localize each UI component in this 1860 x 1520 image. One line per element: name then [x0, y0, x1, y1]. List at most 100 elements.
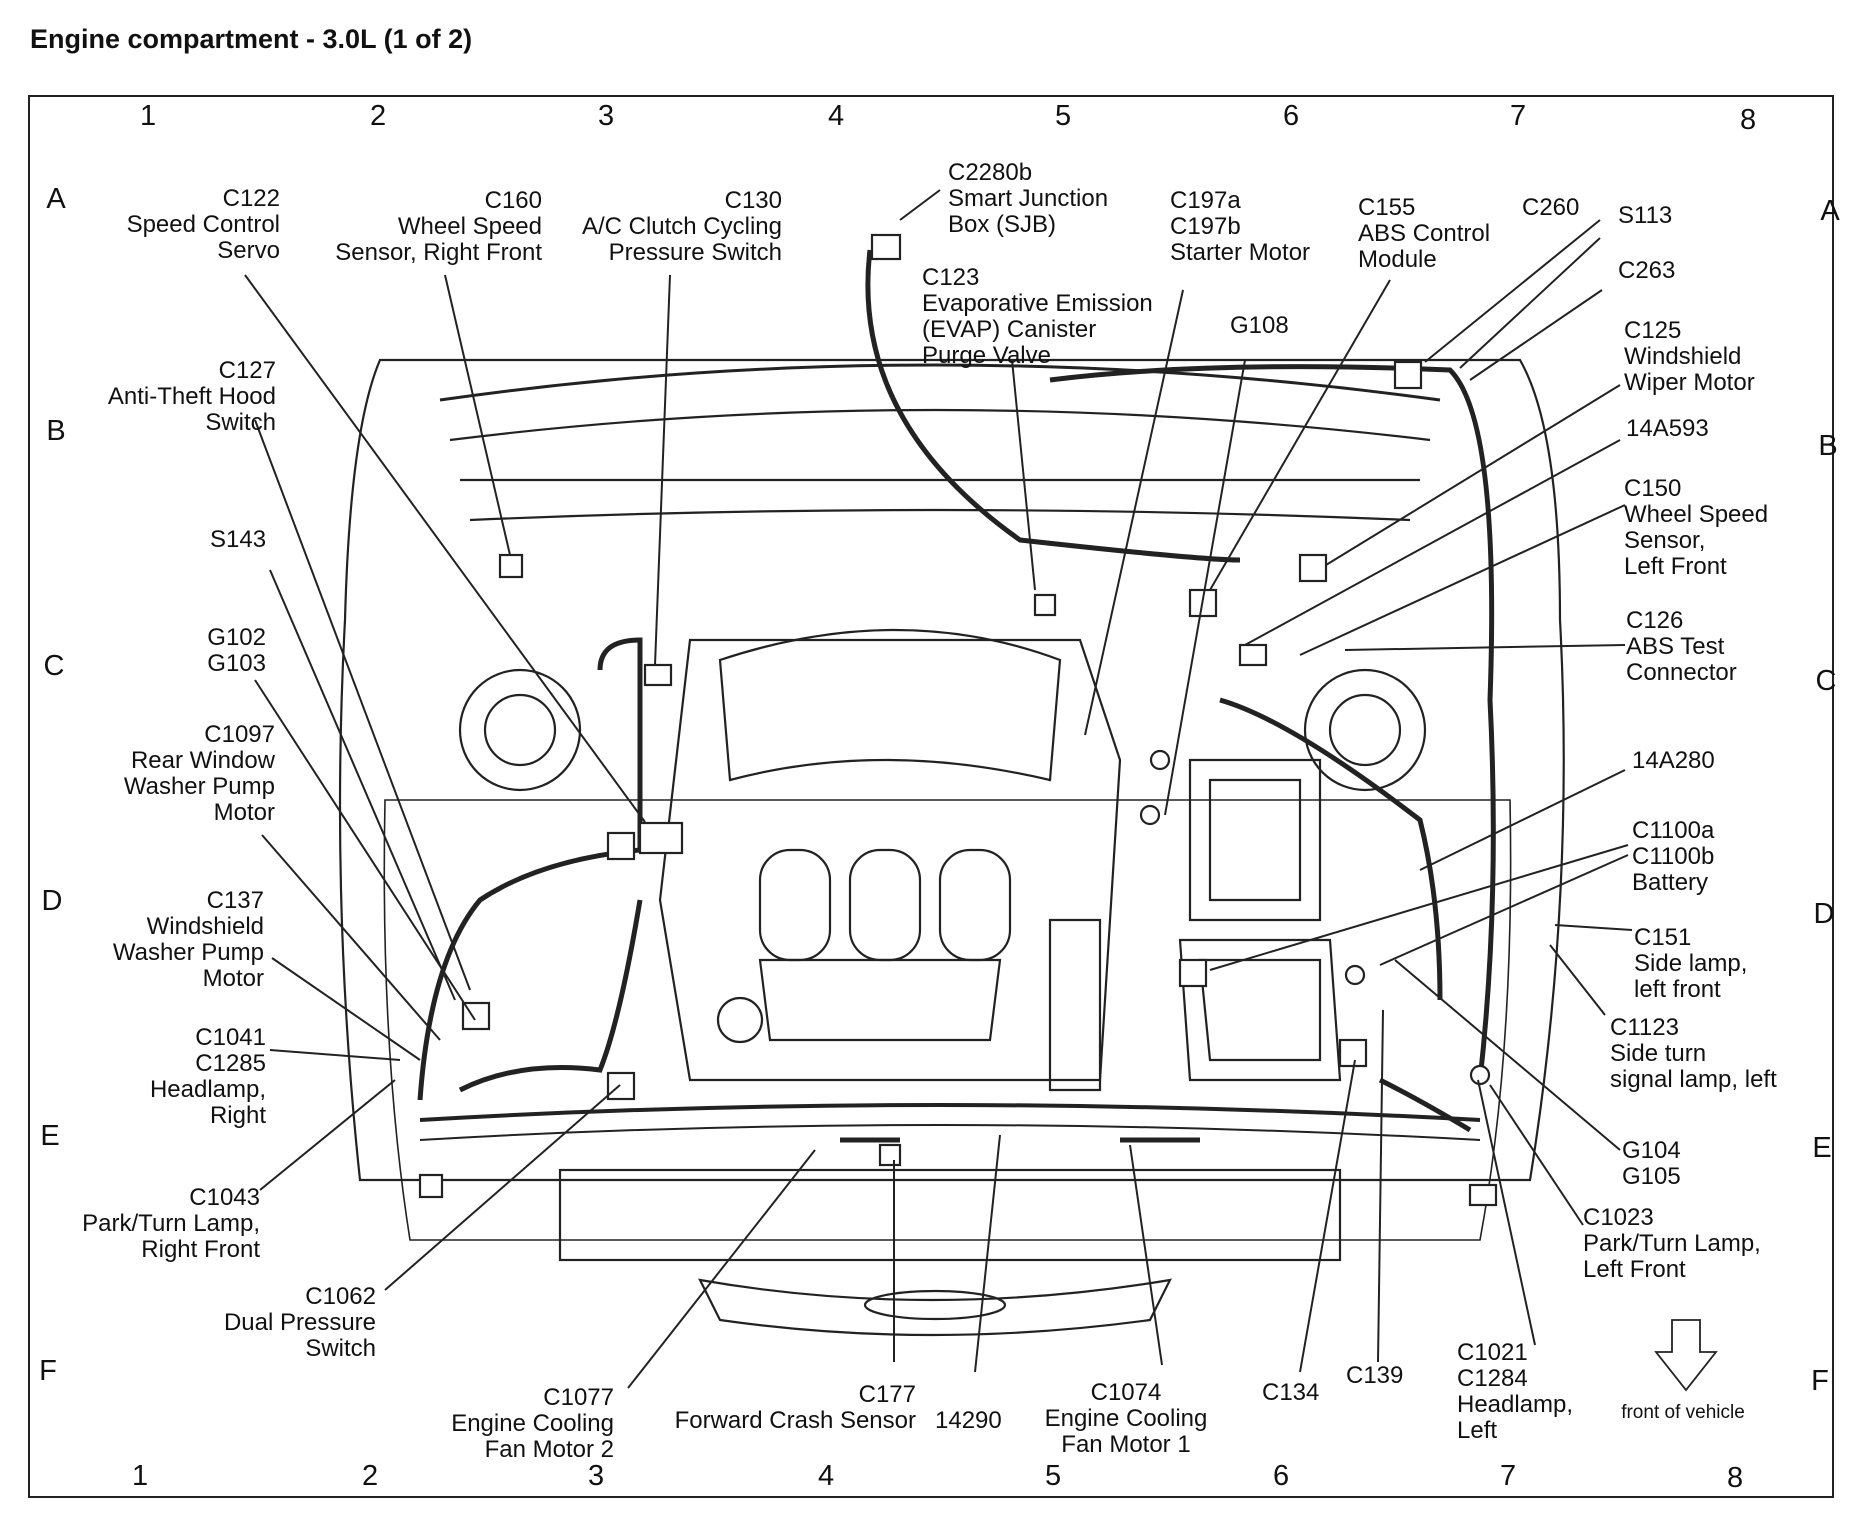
callout-line: G102 [207, 624, 266, 651]
callout-s143: S143 [210, 527, 266, 553]
callout-line: C177 [858, 1381, 916, 1408]
grid-col-7-bottom: 7 [1500, 1460, 1517, 1492]
callout-line: Wheel Speed [397, 213, 542, 240]
grid-row-F: F [39, 1355, 57, 1387]
callout-line: Rear Window [130, 747, 275, 774]
grid-row-B: B [46, 415, 66, 447]
callout-line: Smart Junction [948, 185, 1109, 212]
grid-col-3: 3 [598, 100, 615, 132]
diagram-frame [28, 95, 1834, 1498]
callout-line: Battery [1632, 869, 1709, 896]
callout-line: Servo [217, 237, 280, 264]
callout-line: Side turn [1610, 1040, 1707, 1067]
callout-line: C197a [1170, 187, 1241, 214]
callout-s113: S113 [1618, 203, 1672, 229]
callout-line: C134 [1262, 1379, 1320, 1406]
callout-line: C127 [218, 357, 276, 384]
callout-line: Wiper Motor [1624, 369, 1755, 396]
callout-line: Module [1358, 246, 1437, 273]
callout-line: C1100a [1632, 817, 1715, 844]
callout-line: C1123 [1610, 1014, 1679, 1041]
callout-line: C1074 [1090, 1379, 1162, 1406]
grid-col-1-bottom: 1 [132, 1460, 149, 1492]
callout-line: Fan Motor 2 [484, 1436, 614, 1463]
grid-col-8: 8 [1740, 104, 1757, 136]
callout-line: C1077 [543, 1384, 614, 1411]
front-of-vehicle-note: front of vehicle [1608, 1322, 1758, 1424]
grid-row-A-right: A [1820, 195, 1840, 227]
callout-line: C1062 [305, 1283, 376, 1310]
grid-row-A: A [46, 183, 66, 215]
callout-line: C1023 [1583, 1204, 1654, 1231]
grid-row-F-right: F [1811, 1365, 1829, 1397]
callout-line: Right Front [141, 1236, 260, 1263]
grid-col-5: 5 [1055, 100, 1072, 132]
grid-row-D-right: D [1813, 898, 1835, 930]
callout-line: C197b [1170, 213, 1241, 240]
callout-n14290: 14290 [935, 1408, 1002, 1434]
callout-c260: C260 [1522, 195, 1579, 221]
callout-line: C122 [222, 185, 280, 212]
grid-row-C-right: C [1815, 665, 1837, 697]
callout-line: Speed Control [126, 211, 280, 238]
callout-line: C260 [1522, 194, 1580, 221]
callout-line: C1043 [189, 1184, 260, 1211]
callout-line: C1041 [195, 1024, 266, 1051]
callout-line: C160 [484, 187, 542, 214]
callout-line: 14290 [935, 1407, 1002, 1434]
callout-line: Washer Pump [112, 939, 264, 966]
callout-line: Evaporative Emission [922, 290, 1153, 317]
callout-g108: G108 [1230, 313, 1289, 339]
fuse-box [1188, 758, 1322, 922]
callout-line: Sensor, Right Front [335, 239, 542, 266]
connectors [418, 233, 1498, 1207]
callout-line: 14A280 [1632, 747, 1715, 774]
callout-line: C1100b [1632, 843, 1715, 870]
callout-line: Left Front [1624, 553, 1727, 580]
grid-row-E: E [40, 1120, 60, 1152]
callout-line: C139 [1346, 1362, 1404, 1389]
callout-line: C150 [1624, 475, 1682, 502]
callout-line: Windshield [146, 913, 264, 940]
callout-line: Pressure Switch [608, 239, 782, 266]
leader-lines [244, 189, 1633, 1389]
callout-a280: 14A280 [1632, 748, 1715, 774]
grid-col-4: 4 [828, 100, 845, 132]
callout-line: Windshield [1624, 343, 1742, 370]
callout-line: Fan Motor 1 [1061, 1431, 1191, 1458]
grid-col-2: 2 [370, 100, 387, 132]
callout-line: C263 [1618, 257, 1676, 284]
grid-col-2-bottom: 2 [362, 1460, 379, 1492]
callout-line: Headlamp, [1457, 1391, 1574, 1418]
callout-line: 14A593 [1626, 415, 1709, 442]
grid-col-4-bottom: 4 [818, 1460, 835, 1492]
callout-line: Dual Pressure [223, 1309, 376, 1336]
callout-line: A/C Clutch Cycling [581, 213, 782, 240]
grid-row-C: C [43, 650, 65, 682]
callout-line: Park/Turn Lamp, [82, 1210, 260, 1237]
callout-line: Washer Pump [123, 773, 275, 800]
page-title: Engine compartment - 3.0L (1 of 2) [30, 24, 473, 54]
front-of-vehicle-label: front of vehicle [1621, 1402, 1745, 1423]
callout-line: Switch [305, 1335, 376, 1362]
grid-col-1: 1 [140, 100, 157, 132]
callout-line: C126 [1626, 607, 1684, 634]
callout-line: ABS Test [1626, 633, 1725, 660]
callout-line: Motor [202, 965, 264, 992]
